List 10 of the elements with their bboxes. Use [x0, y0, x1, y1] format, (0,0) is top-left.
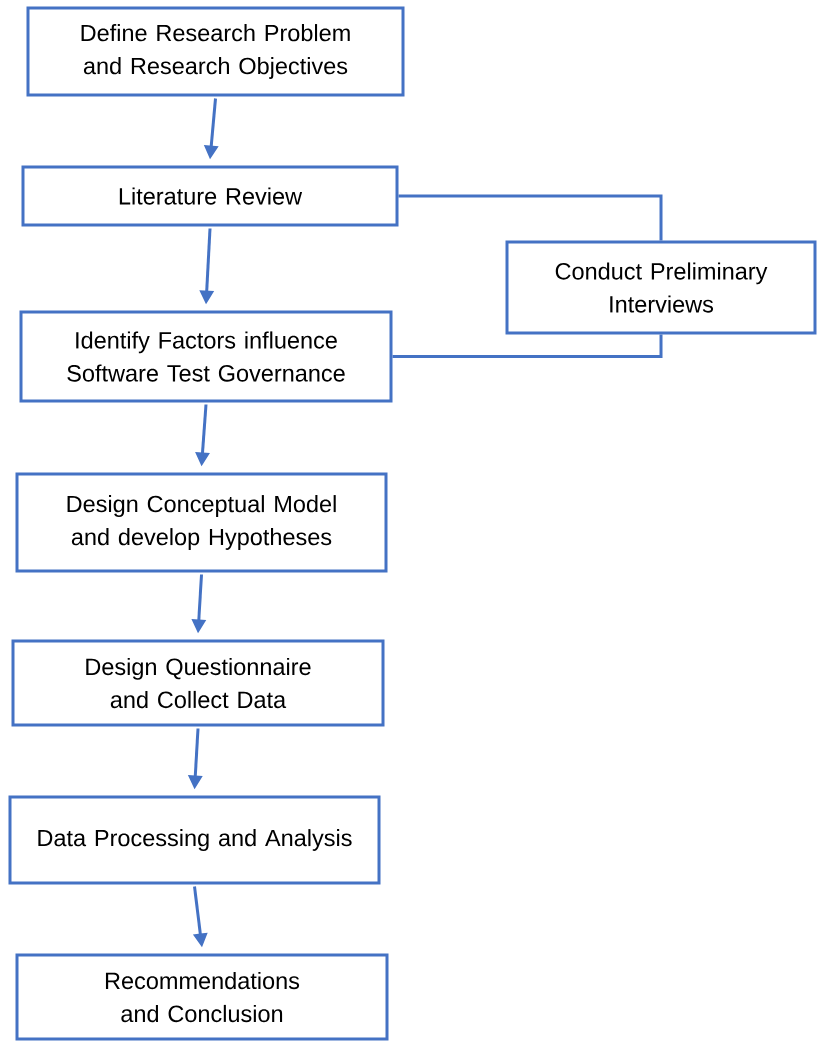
process-box: Data Processing and Analysis	[8, 795, 381, 885]
process-box: Design Questionnaire and Collect Data	[11, 639, 385, 727]
process-box: Recommendations and Conclusion	[15, 953, 389, 1041]
process-box: Literature Review	[21, 165, 399, 227]
process-box: Conduct Preliminary Interviews	[505, 240, 817, 335]
connector-line	[398, 194, 663, 241]
process-box: Identify Factors influence Software Test Governance	[19, 310, 393, 403]
connector-line	[392, 334, 663, 358]
process-box: Design Conceptual Model and develop Hypotheses	[15, 472, 388, 573]
process-box: Define Research Problem and Research Objectives	[26, 6, 405, 97]
